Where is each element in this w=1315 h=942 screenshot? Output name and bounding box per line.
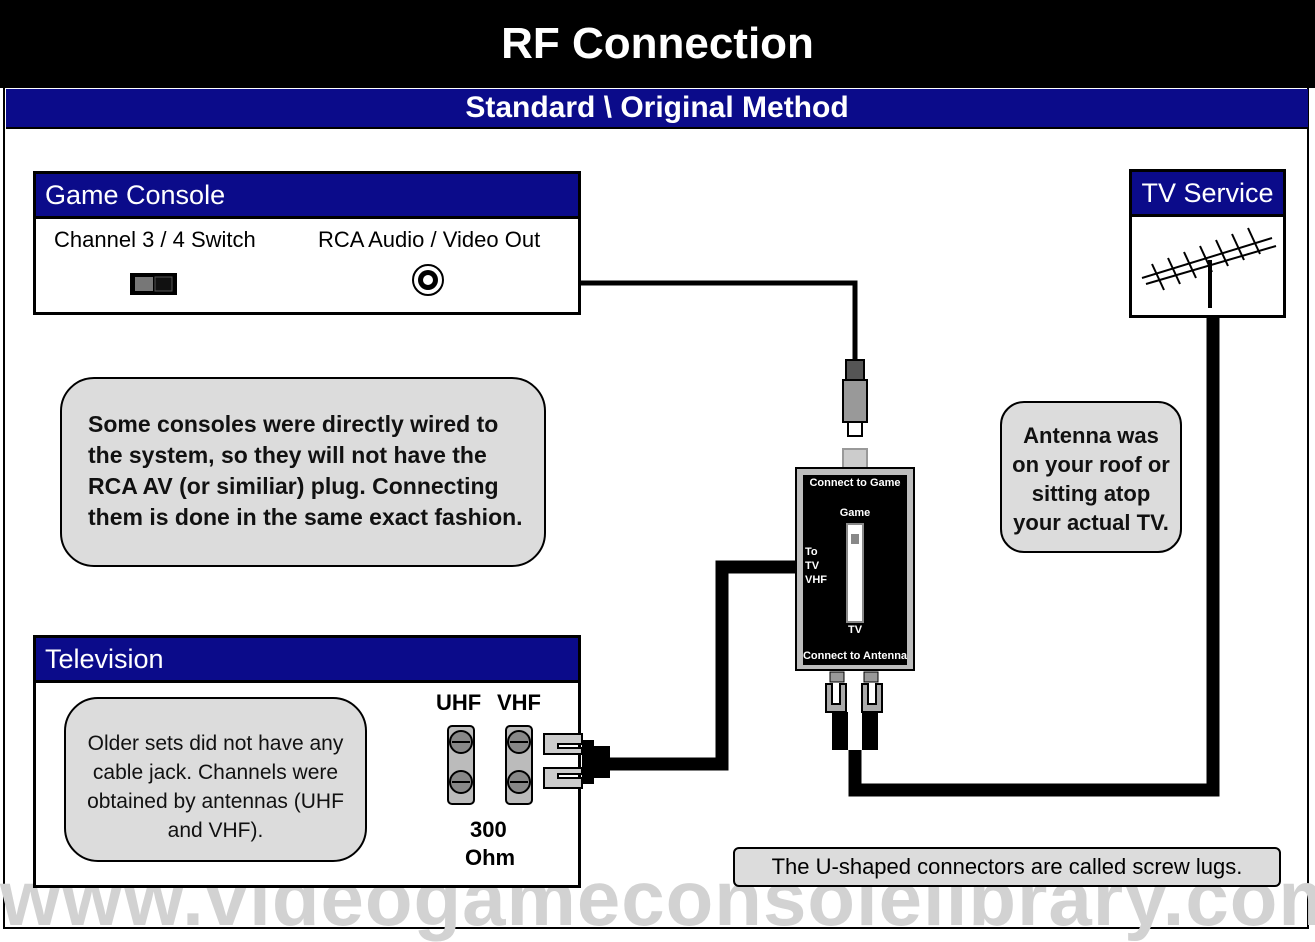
channel-switch-label: Channel 3 / 4 Switch (54, 227, 256, 252)
switchbox-to-label: To (805, 546, 818, 558)
switchbox-screw-lugs (825, 671, 883, 750)
tv-twinlead-cable (602, 560, 797, 771)
switchbox-top-label: Connect to Game (809, 477, 901, 489)
antenna-terminals (447, 725, 610, 805)
diagram-frame (3, 88, 1309, 929)
game-console-box: Game Console (33, 171, 581, 315)
channel-switch-icon (130, 273, 177, 295)
antenna-twinlead-cable (848, 318, 1220, 797)
screw-lugs-note: The U-shaped connectors are called screw… (733, 847, 1281, 887)
rf-switchbox (795, 448, 915, 671)
rca-out-label: RCA Audio / Video Out (318, 227, 541, 252)
rca-jack-icon (412, 264, 444, 296)
tv-service-header: TV Service (1132, 172, 1283, 217)
rca-cable (528, 280, 858, 368)
switchbox-vhf-label: VHF (805, 574, 827, 586)
consoles-note-text: Some consoles were directly wired to the… (88, 411, 523, 530)
ohm-unit: Ohm (465, 845, 516, 870)
page-title: RF Connection (0, 0, 1315, 88)
tv-note-text: Older sets did not have any cable jack. … (87, 732, 344, 842)
tv-note: Older sets did not have any cable jack. … (64, 697, 367, 862)
screw-lugs-note-text: The U-shaped connectors are called screw… (771, 854, 1243, 879)
game-console-header: Game Console (36, 174, 578, 219)
antenna-icon (1141, 227, 1277, 308)
television-header: Television (36, 638, 578, 683)
vhf-label: VHF (497, 690, 541, 715)
page-subtitle: Standard \ Original Method (6, 89, 1308, 129)
switchbox-bottom-label: Connect to Antenna (802, 650, 908, 662)
antenna-note: Antenna was on your roof or sitting atop… (1000, 401, 1182, 553)
ohm-value: 300 (470, 817, 507, 842)
consoles-note: Some consoles were directly wired to the… (60, 377, 546, 567)
tv-service-box: TV Service (1129, 169, 1286, 318)
uhf-label: UHF (436, 690, 482, 715)
switchbox-tv-label: TV (847, 624, 863, 636)
switchbox-game-label: Game (839, 507, 871, 519)
switchbox-tv-vhf-tv: TV (805, 560, 820, 572)
antenna-note-text: Antenna was on your roof or sitting atop… (1012, 423, 1170, 535)
rca-plug-vertical (842, 359, 868, 437)
